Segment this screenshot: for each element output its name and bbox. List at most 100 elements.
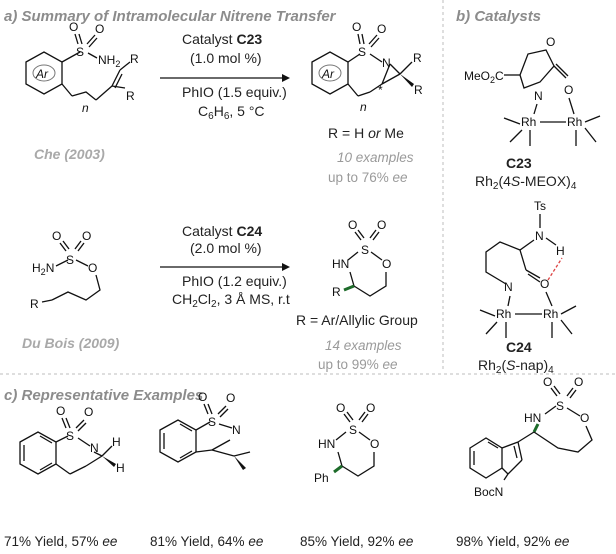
ring-oxygen: O <box>370 437 379 451</box>
example-1-result: 71% Yield, 57% ee <box>4 534 117 549</box>
sulfur-atom: S <box>208 415 216 429</box>
oxo-atom: O <box>543 375 552 389</box>
rxn2-scope: R = Ar/Allylic Group <box>296 312 418 328</box>
example-3-structure: S O O HN O Ph <box>314 401 379 485</box>
rxn1-solvent: C6H6, 5 °C <box>198 103 265 122</box>
sulfur-atom: S <box>66 429 74 443</box>
arrow-head <box>282 74 290 82</box>
rxn2-ee: up to 99% ee <box>318 357 398 372</box>
oxo-atom: O <box>56 404 65 418</box>
nh-atom: HN <box>318 437 335 451</box>
example-3-result: 85% Yield, 92% ee <box>300 534 413 549</box>
ring-oxygen: O <box>546 35 555 49</box>
ring-nitrogen: N <box>504 280 513 294</box>
nh-atom: HN <box>332 257 349 271</box>
oxo-atom: O <box>52 229 61 243</box>
h-atom: H <box>112 435 121 449</box>
ring-nitrogen: N <box>534 89 543 103</box>
panel-a-title: a) Summary of Intramolecular Nitrene Tra… <box>4 8 337 25</box>
rxn1-oxidant: PhIO (1.5 equiv.) <box>182 84 287 100</box>
sulfur-atom: S <box>361 243 369 257</box>
catalyst-c24-structure: Ts N H N O Rh Rh <box>479 199 577 338</box>
arrow-head <box>282 263 290 271</box>
oxo-atom: O <box>352 20 361 34</box>
sulfur-atom: S <box>556 399 564 413</box>
oxo-atom: O <box>69 20 78 34</box>
rxn1-loading: (1.0 mol %) <box>190 50 262 66</box>
rhodium-atom: Rh <box>567 115 582 129</box>
r-group: R <box>30 297 39 311</box>
c24-name: Rh2(S-nap)4 <box>478 357 554 376</box>
panel-b-title: b) Catalysts <box>456 8 541 25</box>
oxo-atom: O <box>82 229 91 243</box>
h2n-group: H2N <box>32 261 54 277</box>
example-2-result: 81% Yield, 64% ee <box>150 534 263 549</box>
r-group: R <box>413 51 422 65</box>
nitrogen-atom: N <box>382 56 391 70</box>
h-atom: H <box>116 461 125 475</box>
oxo-atom: O <box>84 405 93 419</box>
n-repeat: n <box>82 101 89 115</box>
meo2c-group: MeO2C <box>464 69 504 85</box>
oxo-atom: O <box>336 401 345 415</box>
oxo-atom: O <box>377 22 386 36</box>
r-group: R <box>126 89 135 103</box>
c24-id: C24 <box>506 339 532 355</box>
oxo-atom: O <box>574 375 583 389</box>
carbonyl-oxygen: O <box>540 277 549 291</box>
sulfur-atom: S <box>76 45 84 59</box>
oxo-atom: O <box>377 218 386 232</box>
rxn2-product: S O O HN O R <box>332 218 391 299</box>
bocn-group: BocN <box>474 485 503 499</box>
carbonyl-oxygen: O <box>564 83 573 97</box>
rxn2-oxidant: PhIO (1.2 equiv.) <box>182 273 287 289</box>
sulfur-atom: S <box>358 45 366 59</box>
c23-id: C23 <box>506 155 532 171</box>
rxn1-citation: Che (2003) <box>34 146 105 162</box>
ar-label: Ar <box>35 67 49 81</box>
h-atom: H <box>556 244 565 258</box>
oxo-atom: O <box>226 391 235 405</box>
phenyl-group: Ph <box>314 471 329 485</box>
rxn1-catalyst: Catalyst C23 <box>182 31 262 47</box>
stereo-star: * <box>378 83 383 97</box>
rxn2-solvent: CH2Cl2, 3 Å MS, r.t <box>172 291 290 310</box>
ar-label: Ar <box>321 67 335 81</box>
n-repeat: n <box>360 100 367 114</box>
oxo-atom: O <box>95 22 104 36</box>
example-1-structure: S O O N H H <box>19 404 125 475</box>
rxn2-loading: (2.0 mol %) <box>190 240 262 256</box>
rxn1-product: Ar S O O N n R R * <box>311 20 423 114</box>
ts-group: Ts <box>534 199 546 213</box>
rxn2-examples: 14 examples <box>325 338 402 353</box>
c23-name: Rh2(4S-MEOX)4 <box>475 173 577 192</box>
rxn1-ee: up to 76% ee <box>328 170 408 185</box>
rhodium-atom: Rh <box>496 307 511 321</box>
example-2-structure: S O O N <box>159 390 251 470</box>
ring-oxygen: O <box>382 257 391 271</box>
example-4-structure: BocN HN S O O O <box>469 375 593 499</box>
ether-oxygen: O <box>88 261 97 275</box>
rxn2-catalyst: Catalyst C24 <box>182 223 262 239</box>
rxn2-citation: Du Bois (2009) <box>22 335 120 351</box>
sulfur-atom: S <box>66 253 74 267</box>
sulfur-atom: S <box>349 423 357 437</box>
panel-c-title: c) Representative Examples <box>4 387 203 404</box>
rhodium-atom: Rh <box>543 307 558 321</box>
rhodium-atom: Rh <box>521 115 536 129</box>
nh-atom: HN <box>524 411 541 425</box>
r-group: R <box>332 285 341 299</box>
catalyst-c23-structure: MeO2C O N O Rh Rh <box>464 35 601 146</box>
ring-oxygen: O <box>580 411 589 425</box>
oxo-atom: O <box>366 401 375 415</box>
rxn1-examples: 10 examples <box>337 150 414 165</box>
oxo-atom: O <box>198 390 207 404</box>
rxn2-substrate: H2N S O O O R <box>30 229 101 311</box>
h-bond <box>547 257 563 281</box>
nitrogen-atom: N <box>232 423 241 437</box>
oxo-atom: O <box>348 218 357 232</box>
rxn1-substrate: Ar S O O NH2 n R R <box>25 20 139 115</box>
r-group: R <box>414 83 423 97</box>
rxn1-scope: R = H or Me <box>328 125 404 141</box>
